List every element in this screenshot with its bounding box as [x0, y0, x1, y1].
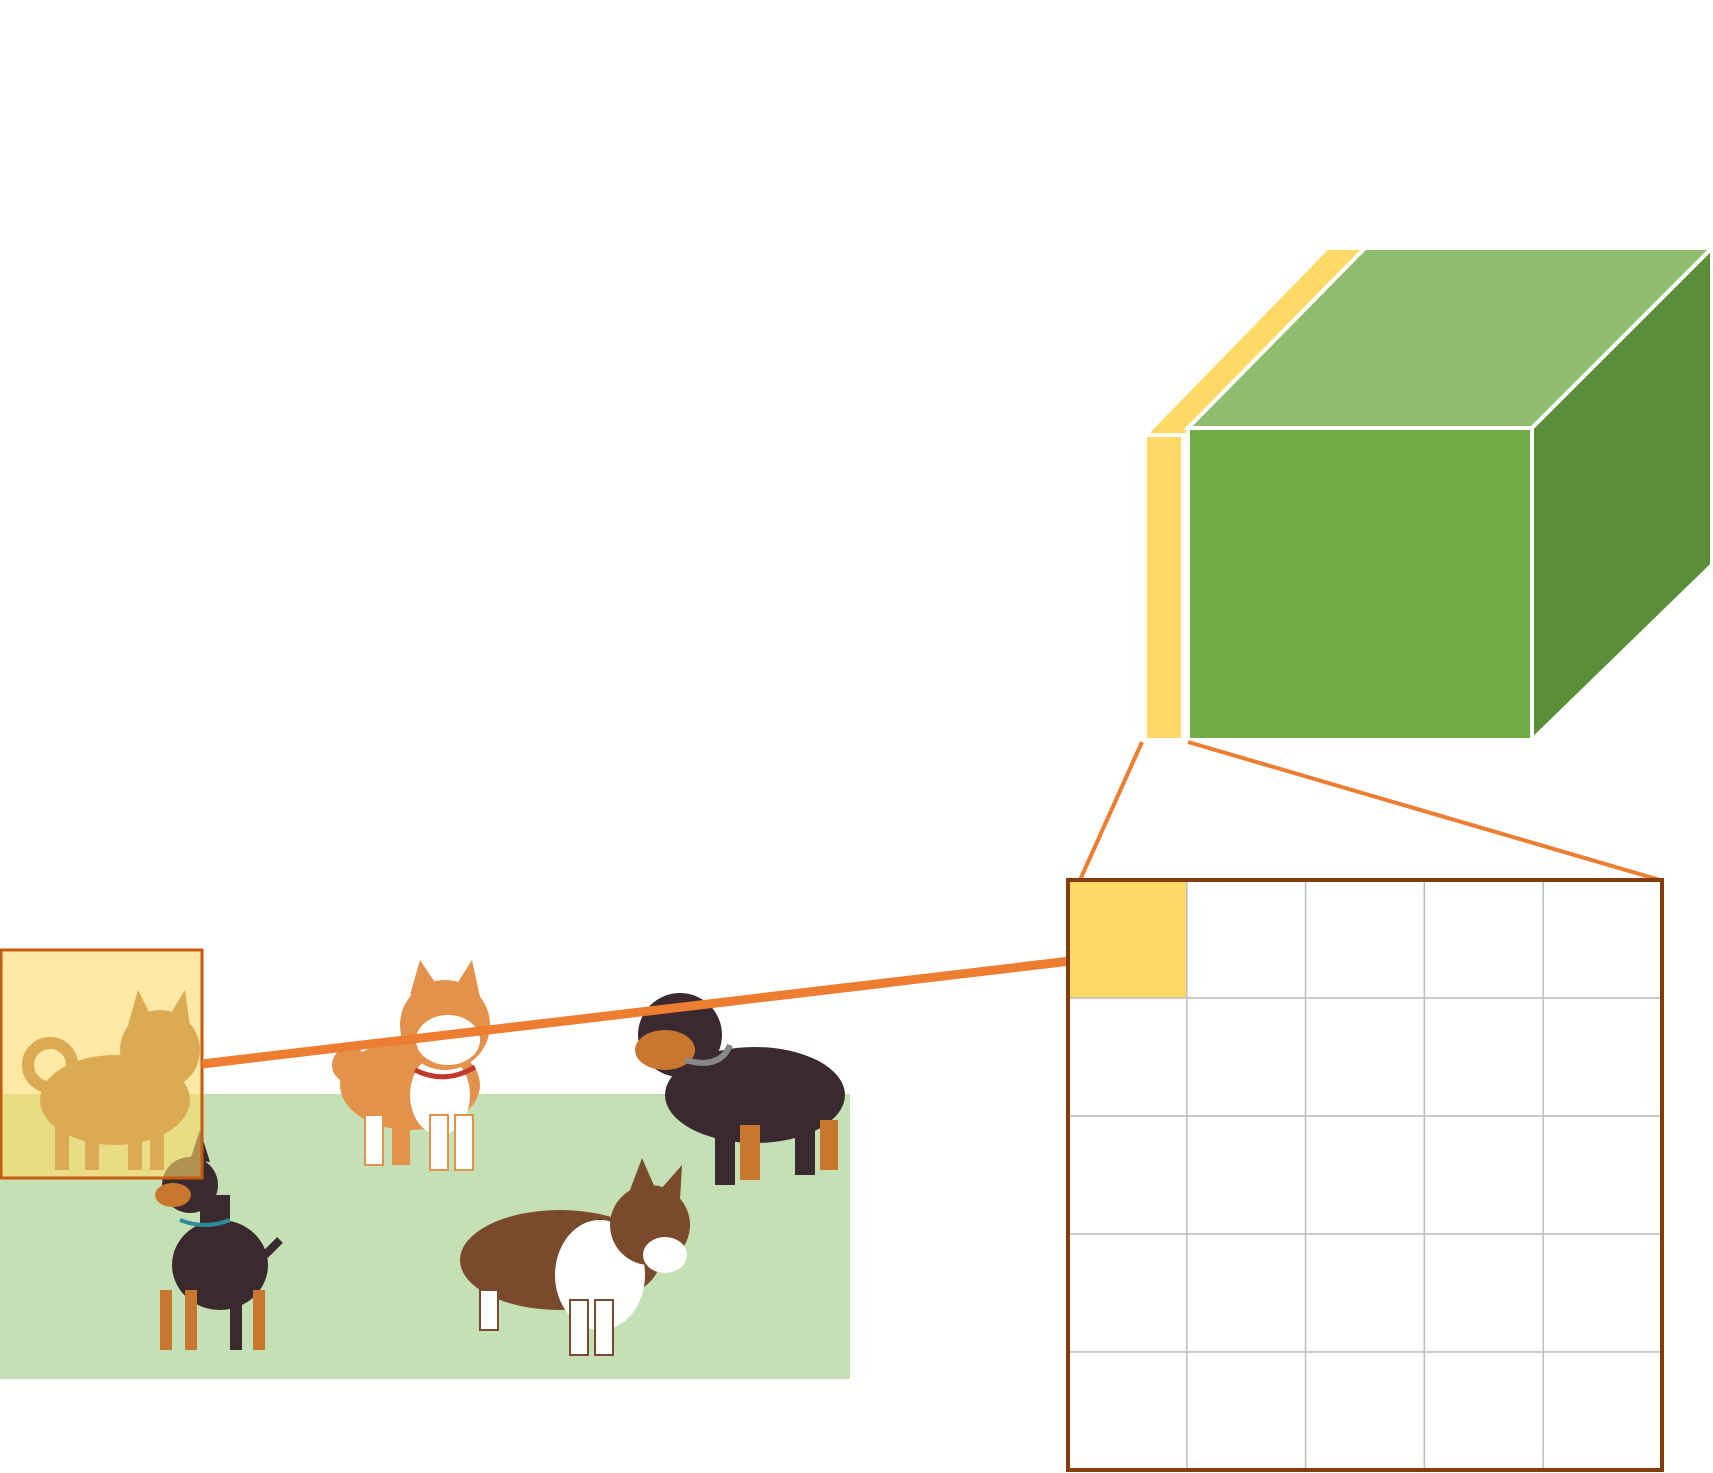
cube-front-face: [1186, 426, 1534, 742]
grid-cell: [1423, 879, 1544, 999]
grid-cell: [1067, 1233, 1188, 1353]
grid-cell: [1186, 1233, 1307, 1353]
grid-border: [1066, 878, 1664, 1472]
grid-cell: [1186, 1351, 1307, 1471]
projection-line-left: [1078, 741, 1144, 881]
grid-cell: [1423, 1233, 1544, 1353]
grid-cell: [1304, 879, 1426, 999]
grid-cell: [1304, 1233, 1426, 1353]
projection-line-right: [1187, 740, 1661, 882]
grid-cell: [1067, 1351, 1188, 1471]
mapping-arrow: [201, 938, 1146, 1069]
grid-cell: [1304, 1115, 1426, 1235]
feature-grid: [1066, 878, 1664, 1472]
grid-cell: [1067, 997, 1188, 1117]
grid-cell: [1423, 997, 1544, 1117]
grid-cell: [1542, 879, 1663, 999]
collie-dog: [460, 1158, 690, 1356]
grid-cell: [1542, 997, 1663, 1117]
akita-dog: [332, 960, 490, 1171]
receptive-field-highlight: [0, 948, 204, 1180]
grid-cell: [1542, 1115, 1663, 1235]
grid-cell: [1186, 879, 1307, 999]
feature-map-cube: [1140, 244, 1713, 745]
grid-cell: [1304, 1351, 1426, 1471]
grid-cell: [1186, 1115, 1307, 1235]
grid-cell: [1542, 1351, 1663, 1471]
grid-cell: [1304, 997, 1426, 1117]
rottweiler-dog: [635, 993, 845, 1185]
grid-cell: [1542, 1233, 1663, 1353]
slice-front-face: [1143, 433, 1185, 742]
grid-cell-highlighted: [1067, 879, 1188, 999]
grid-cell: [1067, 1115, 1188, 1235]
grid-cell: [1423, 1351, 1544, 1471]
grid-cell: [1186, 997, 1307, 1117]
grid-cell: [1423, 1115, 1544, 1235]
